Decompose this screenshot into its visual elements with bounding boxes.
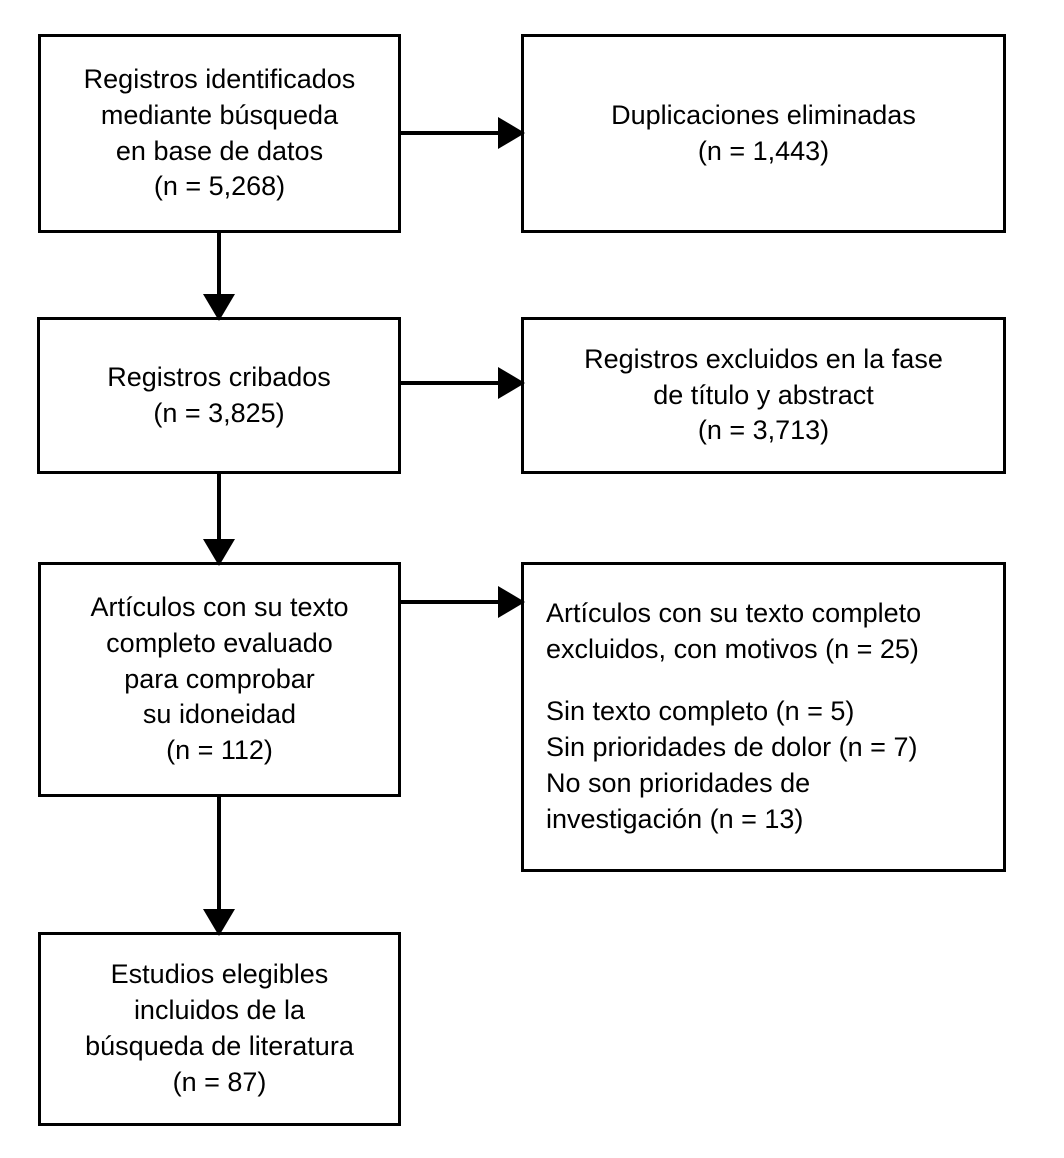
box-duplicates-removed-content: Duplicaciones eliminadas (n = 1,443) bbox=[524, 98, 1003, 170]
exclusion-reason-item: Sin prioridades de dolor (n = 7) bbox=[546, 732, 918, 762]
text-line: Estudios elegibles bbox=[110, 959, 329, 990]
box-duplicates-removed: Duplicaciones eliminadas (n = 1,443) bbox=[521, 34, 1006, 233]
arrow-down-fulltext-to-included bbox=[217, 797, 221, 934]
text-line: de título y abstract bbox=[653, 379, 874, 410]
text-line: Artículos con su texto bbox=[90, 591, 349, 622]
box-records-excluded-title-abstract: Registros excluidos en la fase de título… bbox=[521, 317, 1006, 474]
exclusion-reason-item: investigación (n = 13) bbox=[546, 803, 804, 834]
exclusion-heading-line: excluidos, con motivos (n = 25) bbox=[546, 634, 919, 665]
arrow-down-identified-to-screened bbox=[217, 233, 221, 319]
arrow-right-fulltext-to-excluded-reasons bbox=[401, 600, 523, 604]
box-fulltext-excluded-with-reasons: Artículos con su texto completo excluido… bbox=[521, 562, 1006, 872]
text-line: incluidos de la bbox=[133, 995, 306, 1026]
text-line-count: (n = 3,825) bbox=[153, 397, 285, 428]
arrow-right-screened-to-excluded bbox=[401, 381, 523, 385]
text-line: para comprobar bbox=[124, 663, 315, 694]
box-records-screened-content: Registros cribados (n = 3,825) bbox=[40, 360, 398, 432]
box-records-identified-content: Registros identificados mediante búsqued… bbox=[41, 62, 398, 206]
exclusion-reason-item: Sin texto completo (n = 5) bbox=[546, 696, 855, 727]
box-records-identified: Registros identificados mediante búsqued… bbox=[38, 34, 401, 233]
text-line-count: (n = 1,443) bbox=[697, 135, 830, 166]
exclusion-heading-line: Artículos con su texto completo bbox=[546, 598, 922, 629]
text-line-count: (n = 5,268) bbox=[153, 171, 286, 202]
box-fulltext-assessed-content: Artículos con su texto completo evaluado… bbox=[41, 590, 398, 770]
text-line: Duplicaciones eliminadas bbox=[611, 99, 916, 130]
text-line-count: (n = 87) bbox=[172, 1066, 267, 1097]
box-records-screened: Registros cribados (n = 3,825) bbox=[37, 317, 401, 474]
arrow-right-identified-to-duplicates bbox=[401, 131, 523, 135]
box-fulltext-assessed: Artículos con su texto completo evaluado… bbox=[38, 562, 401, 797]
box-fulltext-excluded-with-reasons-content: Artículos con su texto completo excluido… bbox=[524, 596, 1003, 837]
paragraph-spacer bbox=[546, 668, 989, 694]
text-line-count: (n = 112) bbox=[166, 735, 273, 766]
text-line: Registros cribados bbox=[107, 361, 331, 392]
text-line-count: (n = 3,713) bbox=[697, 415, 830, 446]
text-line: Registros excluidos en la fase bbox=[584, 343, 943, 374]
text-line: mediante búsqueda bbox=[100, 99, 339, 130]
exclusion-reason-item: No son prioridades de bbox=[546, 767, 811, 798]
box-records-excluded-title-abstract-content: Registros excluidos en la fase de título… bbox=[524, 342, 1003, 450]
text-line: búsqueda de literatura bbox=[85, 1031, 354, 1061]
text-line: Registros identificados bbox=[83, 63, 356, 94]
text-line: en base de datos bbox=[115, 135, 324, 166]
arrow-down-screened-to-fulltext bbox=[217, 474, 221, 564]
box-studies-included: Estudios elegibles incluidos de la búsqu… bbox=[38, 932, 401, 1126]
box-studies-included-content: Estudios elegibles incluidos de la búsqu… bbox=[41, 957, 398, 1101]
text-line: completo evaluado bbox=[106, 627, 333, 658]
text-line: su idoneidad bbox=[142, 699, 297, 730]
